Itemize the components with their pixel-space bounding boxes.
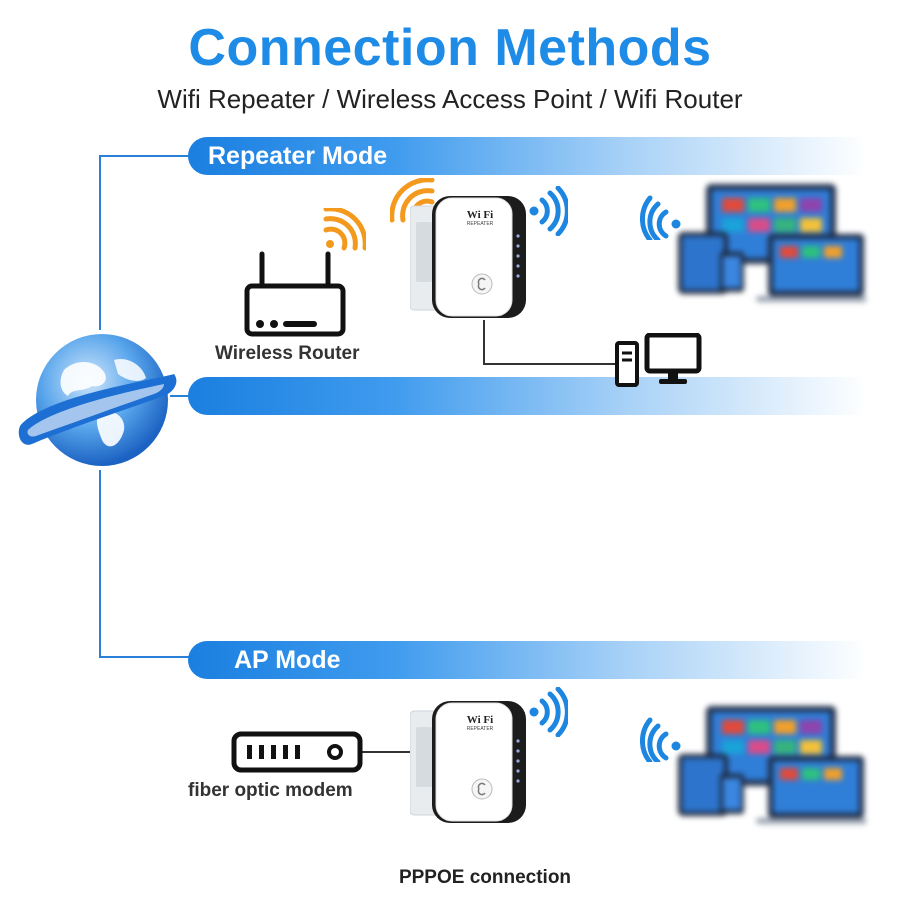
wifi-signal-client-bottom-icon (640, 712, 684, 762)
repeater-device-bottom (410, 697, 528, 827)
client-devices-top (676, 182, 866, 304)
wireless-router-icon (244, 250, 348, 340)
middle-band (188, 377, 868, 415)
fiber-optic-modem-icon (231, 731, 363, 773)
wifi-signal-outgoing-bottom-icon (528, 687, 568, 737)
fiber-optic-modem-caption: fiber optic modem (188, 780, 353, 801)
wifi-signal-orange-icon (322, 208, 366, 252)
repeater-model-bottom: REPEATER (466, 726, 494, 732)
repeater-brand-bottom: Wi Fi (466, 714, 494, 726)
ap-mode-label: AP Mode (234, 646, 341, 674)
repeater-device-top (410, 192, 528, 322)
repeater-mode-band: Repeater Mode (188, 137, 868, 175)
repeater-brand-top: Wi Fi (466, 209, 494, 221)
ap-mode-band: AP Mode (188, 641, 868, 679)
wifi-signal-client-top-icon (640, 190, 684, 240)
page-title: Connection Methods (188, 19, 712, 77)
page-subtitle: Wifi Repeater / Wireless Access Point / … (157, 84, 743, 114)
client-devices-bottom (676, 704, 866, 826)
repeater-model-top: REPEATER (466, 221, 494, 227)
repeater-mode-label: Repeater Mode (208, 142, 388, 170)
pppoe-caption: PPPOE connection (398, 867, 572, 888)
globe-icon (14, 330, 179, 475)
wireless-router-caption: Wireless Router (215, 343, 360, 364)
desktop-computer-icon (615, 333, 703, 387)
wifi-signal-outgoing-icon (528, 186, 568, 236)
